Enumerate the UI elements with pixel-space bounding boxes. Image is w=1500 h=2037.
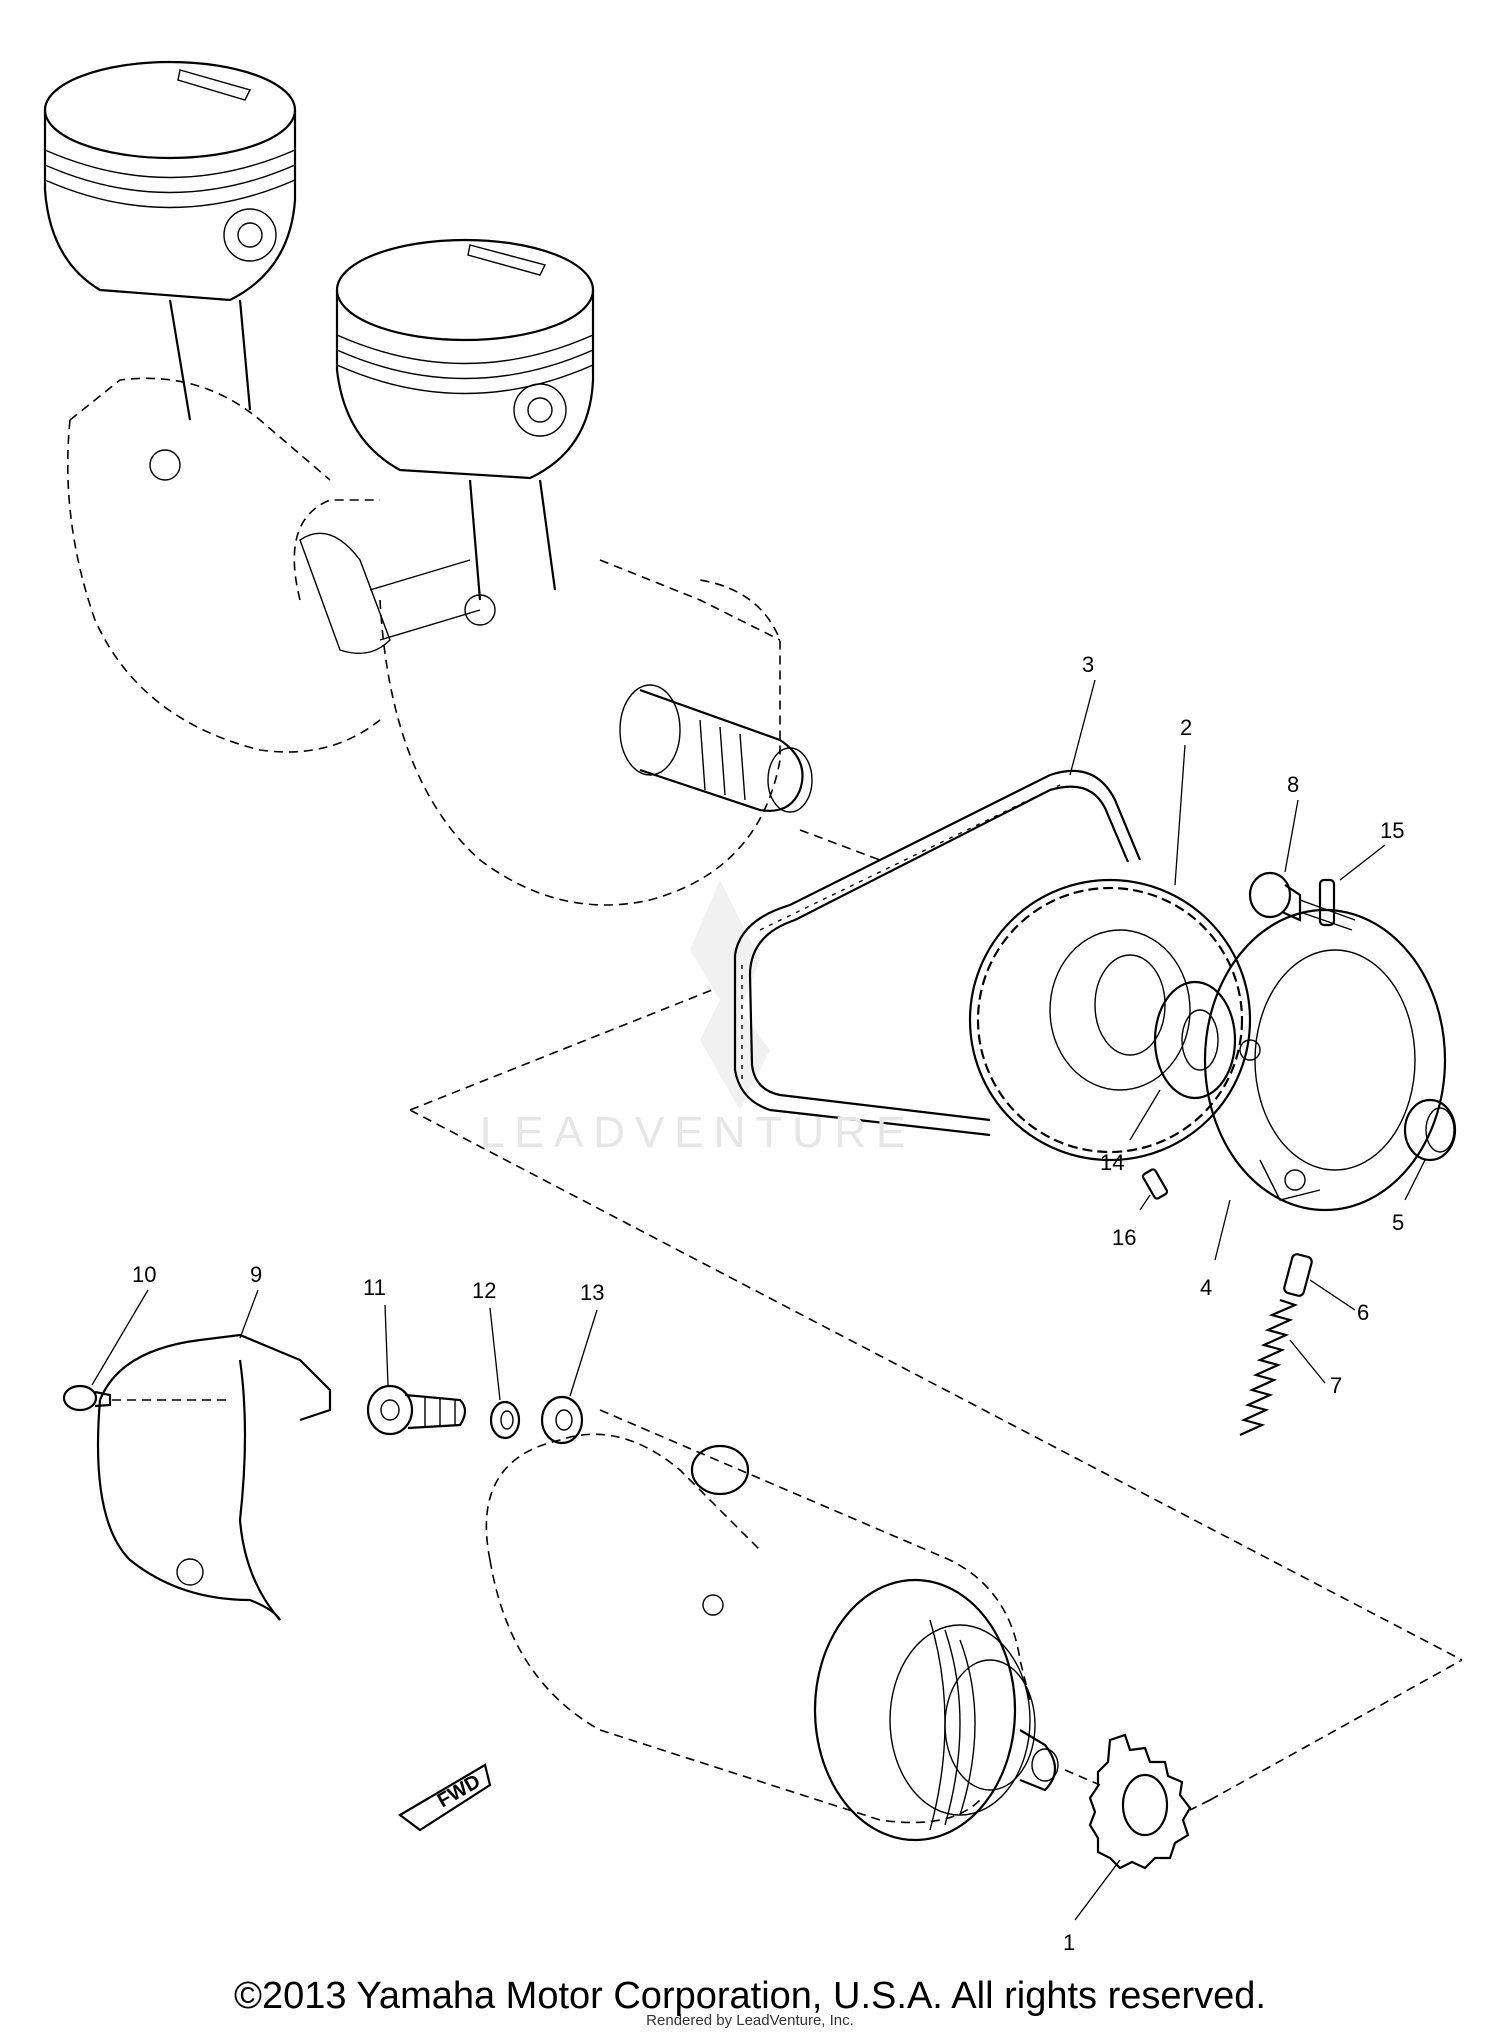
connecting-rods [168, 299, 557, 601]
callout-15: 15 [1339, 818, 1404, 881]
callout-5: 5 [1392, 1159, 1426, 1235]
callout-13: 13 [569, 1280, 604, 1397]
dowel-pin-15 [1318, 878, 1336, 927]
starter-motor-cover [96, 1333, 332, 1621]
starter-sprocket-driven [968, 878, 1252, 1162]
shaft-centerline [799, 829, 881, 861]
assembly-boundary [409, 989, 1463, 1811]
callout-3: 3 [1069, 652, 1096, 776]
bolt-8 [1248, 871, 1356, 931]
starter-sprocket-drive [1088, 1733, 1192, 1870]
callout-number: 10 [132, 1262, 156, 1287]
callout-number: 2 [1180, 715, 1192, 740]
callout-number: 3 [1082, 652, 1094, 677]
callout-11: 11 [363, 1275, 389, 1386]
plunger-6 [1283, 1253, 1313, 1297]
crankshaft [67, 377, 813, 906]
callout-number: 5 [1392, 1210, 1404, 1235]
starter-clutch-washer [1153, 980, 1237, 1100]
washer-13 [540, 1395, 584, 1445]
starter-chain [733, 769, 1142, 1137]
bolt-11 [366, 1384, 467, 1436]
watermark-logo [690, 880, 770, 1110]
fwd-indicator: FWD [398, 1763, 492, 1832]
callout-number: 9 [250, 1262, 262, 1287]
watermark-text: LEADVENTURE [480, 1108, 916, 1157]
callout-12: 12 [472, 1278, 501, 1401]
callout-8: 8 [1284, 772, 1299, 873]
callout-number: 15 [1380, 818, 1404, 843]
callout-number: 4 [1200, 1275, 1212, 1300]
washer-12 [489, 1400, 521, 1440]
callout-9: 9 [239, 1262, 262, 1339]
spring-7 [1239, 1298, 1299, 1437]
motor-axis [1064, 1769, 1101, 1786]
callout-7: 7 [1289, 1339, 1342, 1398]
callout-number: 1 [1063, 1930, 1075, 1955]
callout-number: 7 [1330, 1373, 1342, 1398]
starter-clutch-body [1203, 908, 1447, 1212]
copyright-notice: ©2013 Yamaha Motor Corporation, U.S.A. A… [234, 1975, 1266, 2017]
callout-number: 8 [1287, 772, 1299, 797]
piston-right [335, 238, 595, 480]
callout-4: 4 [1200, 1199, 1231, 1300]
starter-motor [485, 1409, 1059, 1842]
callout-2: 2 [1174, 715, 1192, 886]
callout-number: 16 [1112, 1225, 1136, 1250]
callout-number: 6 [1357, 1300, 1369, 1325]
dowel-pin-16 [1141, 1168, 1169, 1200]
roller [1403, 1098, 1457, 1162]
rendered-by-credit: Rendered by LeadVenture, Inc. [646, 2012, 854, 2029]
piston-left [43, 60, 297, 302]
callout-number: 12 [472, 1278, 496, 1303]
callout-number: 14 [1100, 1150, 1124, 1175]
callout-14: 14 [1100, 1089, 1161, 1175]
callout-1: 1 [1063, 1859, 1121, 1955]
callout-number: 13 [580, 1280, 604, 1305]
screw-10 [62, 1384, 112, 1412]
callout-6: 6 [1309, 1279, 1369, 1325]
callout-16: 16 [1112, 1194, 1151, 1250]
callout-10: 10 [91, 1262, 156, 1386]
callout-number: 11 [363, 1275, 386, 1300]
